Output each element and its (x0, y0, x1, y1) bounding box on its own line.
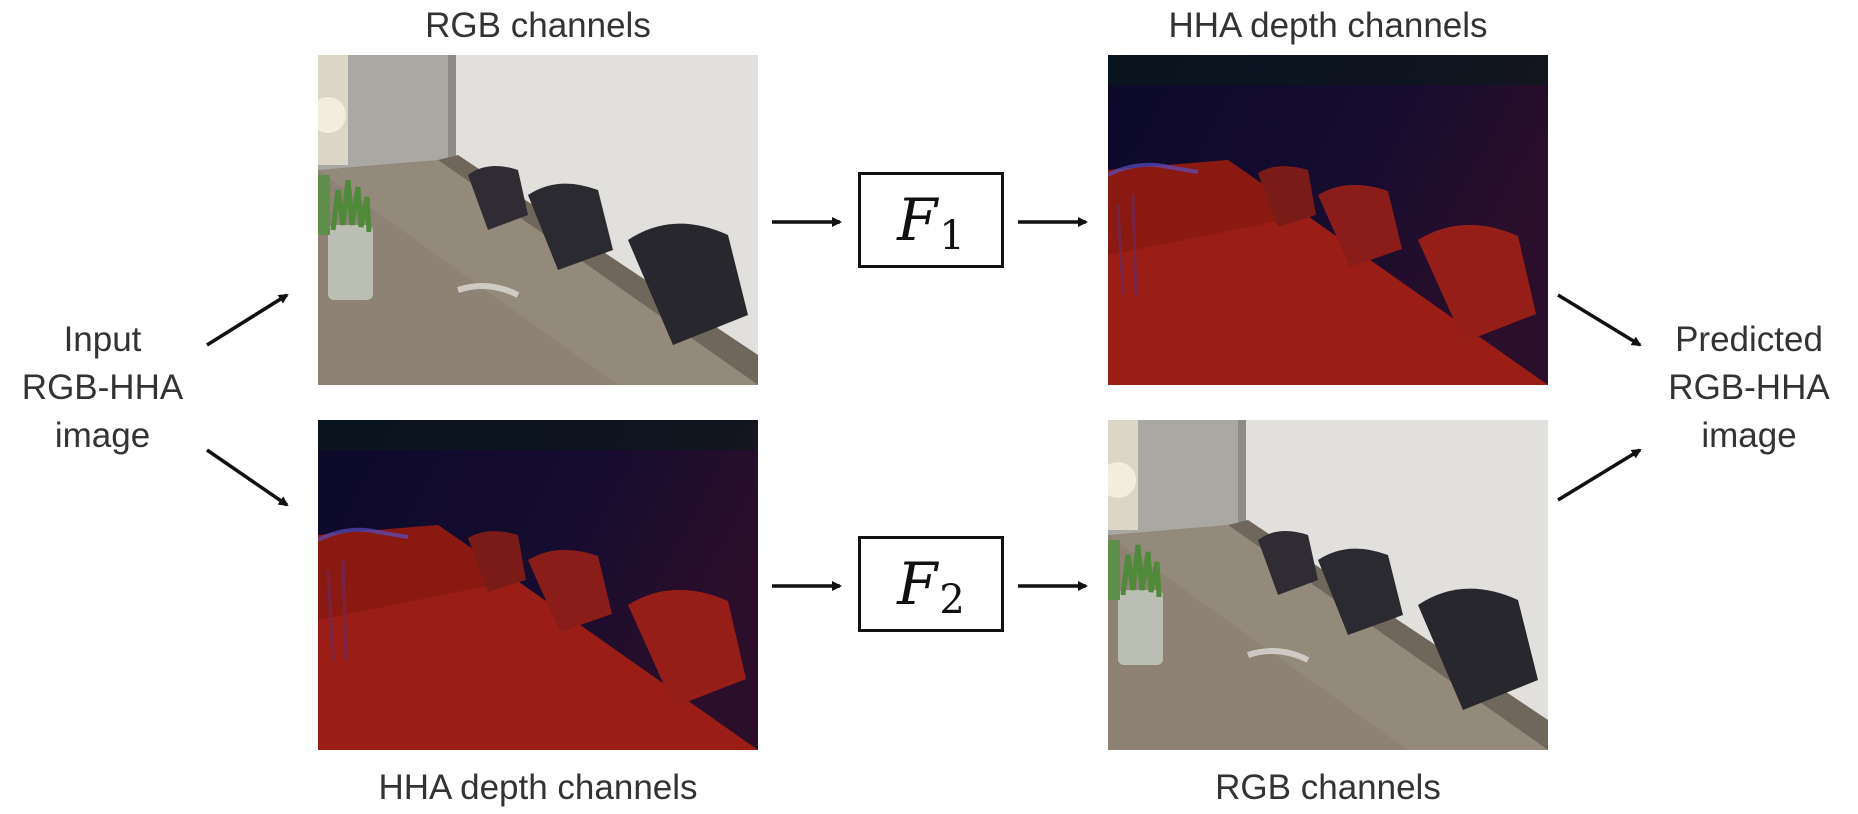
arrow-input-to-top (206, 293, 289, 347)
f2-symbol: F (897, 550, 938, 618)
output-label: Predicted RGB-HHA image (1668, 320, 1830, 455)
input-label: Input RGB-HHA image (21, 320, 184, 455)
bottom-left-title: HHA depth channels (378, 768, 698, 807)
arrow-top-right-to-output (1557, 293, 1642, 347)
bottom-right-title: RGB channels (1215, 768, 1441, 807)
arrow-bottom-right-to-output (1557, 448, 1642, 502)
f2-subscript: 2 (939, 577, 965, 623)
f1-symbol: F (897, 186, 938, 254)
arrow-input-to-bottom (206, 448, 289, 507)
f1-subscript: 1 (939, 213, 965, 259)
top-left-title: RGB channels (425, 6, 651, 45)
top-right-title: HHA depth channels (1168, 6, 1488, 45)
